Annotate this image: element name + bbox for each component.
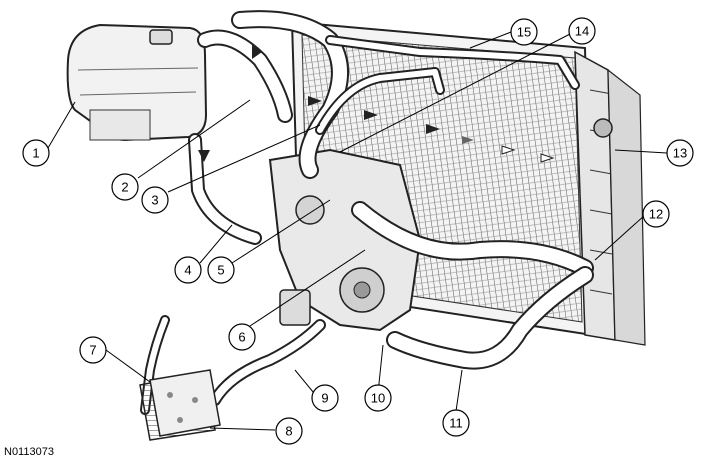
svg-text:8: 8 — [285, 424, 292, 439]
svg-text:6: 6 — [238, 330, 245, 345]
callout-12: 12 — [642, 200, 670, 228]
svg-text:2: 2 — [121, 180, 128, 195]
svg-text:15: 15 — [517, 25, 531, 40]
svg-text:10: 10 — [371, 391, 385, 406]
callout-8: 8 — [275, 417, 303, 445]
svg-text:14: 14 — [575, 24, 589, 39]
callout-9: 9 — [311, 384, 339, 412]
callout-14: 14 — [568, 17, 596, 45]
svg-text:4: 4 — [184, 263, 191, 278]
callout-15: 15 — [510, 18, 538, 46]
callout-10: 10 — [364, 384, 392, 412]
callouts: 1 2 3 4 5 6 7 8 9 10 11 12 13 14 15 — [22, 17, 694, 445]
leader-lines — [47, 31, 668, 431]
degas-bottle — [66, 23, 208, 142]
radiator-cap — [593, 118, 613, 138]
engine-front-cover — [268, 148, 422, 332]
svg-text:12: 12 — [649, 207, 663, 222]
callout-7: 7 — [79, 336, 107, 364]
callout-13: 13 — [666, 139, 694, 167]
svg-text:13: 13 — [673, 146, 687, 161]
callout-1: 1 — [22, 139, 50, 167]
svg-text:11: 11 — [449, 416, 463, 431]
callout-2: 2 — [111, 173, 139, 201]
svg-text:5: 5 — [217, 263, 224, 278]
oil-cooler — [139, 369, 221, 441]
callout-5: 5 — [207, 256, 235, 284]
hoses — [140, 10, 594, 415]
svg-text:9: 9 — [321, 391, 328, 406]
svg-text:3: 3 — [151, 193, 158, 208]
svg-text:1: 1 — [32, 146, 39, 161]
degas-cap — [149, 29, 173, 45]
callout-3: 3 — [141, 186, 169, 214]
oil-filter — [279, 289, 311, 326]
figure-reference-code: N0113073 — [4, 446, 54, 458]
callout-11: 11 — [442, 409, 470, 437]
flow-arrows — [198, 45, 555, 163]
svg-text:7: 7 — [89, 343, 96, 358]
callout-6: 6 — [228, 323, 256, 351]
callout-4: 4 — [174, 256, 202, 284]
